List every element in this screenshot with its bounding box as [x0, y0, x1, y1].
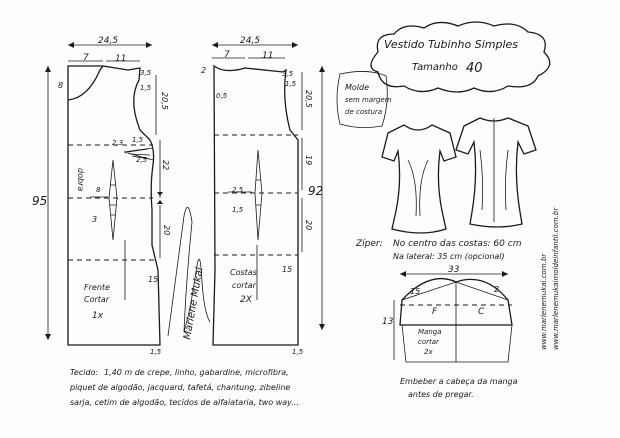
sleeve-note: Embeber a cabeça da manga antes de prega… — [400, 377, 518, 399]
title-line1: Vestido Tubinho Simples — [384, 38, 518, 51]
fabric-line1: 1,40 m de crepe, linho, gabardine, micro… — [104, 368, 289, 377]
front-waist-label: 22 — [161, 160, 170, 170]
fabric-line3: sarja, cetim de algodão, tecidos de alfa… — [70, 398, 299, 407]
front-pattern-piece: 24,5 7 11 3,5 dobra 8 1,5 20,5 2,3 1,5 2… — [32, 36, 171, 356]
back-armhole-b-label: 20,5 — [304, 90, 313, 108]
sleeve-note-line1: Embeber a cabeça da manga — [400, 377, 518, 386]
front-fold-label: dobra — [76, 168, 85, 191]
front-name-line1: Frente — [84, 283, 110, 292]
front-side-top-label: 3,5 — [140, 69, 152, 77]
front-dart-mid-label: 3 — [92, 215, 97, 224]
title-size: 40 — [466, 61, 483, 76]
front-name-line2: Cortar — [84, 295, 110, 304]
back-neck-drop-label: 0,5 — [216, 92, 228, 100]
back-dart-w-label: 1,5 — [232, 206, 244, 214]
back-name-line1: Costas — [230, 268, 257, 277]
back-side-top-label: 3,5 — [282, 70, 294, 78]
sleeve-right-label: 2 — [494, 285, 499, 294]
back-outline — [212, 64, 299, 346]
front-name-line3: 1x — [92, 311, 104, 321]
front-dart-waist-label: 8 — [96, 186, 101, 194]
fabric-note: Tecido: 1,40 m de crepe, linho, gabardin… — [69, 368, 299, 407]
back-hip-label: 20 — [304, 220, 313, 230]
molde-line1: Molde — [345, 83, 369, 92]
back-neck-small-label: 2 — [201, 66, 206, 75]
zipper-line1: No centro das costas: 60 cm — [393, 239, 522, 249]
front-length-label: 95 — [32, 194, 47, 208]
front-dart-c-label: 2,5 — [136, 156, 148, 164]
front-outline — [67, 65, 161, 346]
back-width-label: 24,5 — [240, 36, 260, 46]
front-neck-drop-label: 8 — [58, 81, 63, 90]
back-armhole-a-label: 1,5 — [285, 80, 297, 88]
front-hip-label: 20 — [162, 225, 171, 235]
sleeve-back-letter: C — [478, 307, 485, 317]
front-top-right-label: 11 — [115, 54, 126, 64]
sleeve-pattern: 33 15 2 13 F C Manga cortar 2x — [382, 265, 513, 363]
sleeve-name-line2: cortar — [418, 338, 440, 346]
back-name-line3: 2X — [240, 295, 253, 305]
front-top-left-label: 7 — [83, 53, 89, 63]
front-hem-label: 15 — [148, 275, 158, 284]
front-dart-a-label: 2,3 — [112, 139, 123, 147]
back-length-label: 92 — [308, 184, 323, 198]
sleeve-left-label: 15 — [410, 287, 420, 296]
back-side-19-label: 19 — [304, 155, 313, 165]
sleeve-width-label: 33 — [448, 265, 460, 275]
sleeve-note-line2: antes de pregar. — [408, 390, 474, 399]
sleeve-name-line1: Manga — [418, 328, 442, 336]
zipper-label: Zíper: — [355, 239, 383, 249]
sleeve-height-label: 13 — [382, 317, 394, 327]
back-pattern-piece: 24,5 7 11 2 3,5 0,5 1,5 20,5 19 2,5 1,5 … — [201, 36, 325, 356]
front-dart-b-label: 1,5 — [132, 136, 144, 144]
fabric-line2: piquet de algodão, jacquard, tafetá, cha… — [69, 383, 290, 392]
molde-note: Molde sem margem de costura — [336, 71, 392, 128]
back-dart-label: 2,5 — [232, 186, 244, 194]
front-hem-bottom-label: 1,5 — [150, 348, 162, 356]
dress-front-sketch — [381, 124, 457, 234]
website2-text: www.marlenemukaimoldeinfantil.com.br — [552, 207, 560, 350]
back-name-line2: cortar — [232, 281, 257, 290]
website-text: www.marlenemukai.com.br — [540, 253, 548, 350]
zipper-note: Zíper: No centro das costas: 60 cm Na la… — [355, 239, 522, 261]
zipper-line2: Na lateral: 35 cm (opcional) — [393, 252, 505, 261]
fabric-label: Tecido: — [70, 368, 98, 377]
sleeve-name-line3: 2x — [424, 348, 433, 356]
back-hem-label: 15 — [282, 265, 292, 274]
dress-back-sketch — [455, 117, 537, 228]
front-armhole-b-label: 20,5 — [160, 92, 169, 110]
back-top-left-label: 7 — [224, 50, 230, 60]
back-top-right-label: 11 — [262, 51, 273, 61]
front-width-label: 24,5 — [98, 36, 118, 46]
front-waist-dart — [108, 159, 118, 241]
molde-line3: de costura — [345, 108, 382, 116]
front-armhole-a-label: 1,5 — [140, 84, 152, 92]
title-line2: Tamanho — [412, 62, 458, 73]
sleeve-front-letter: F — [432, 307, 438, 317]
back-waist-dart — [254, 149, 263, 241]
molde-line2: sem margem — [345, 96, 392, 104]
signature: Marlene Mukai — [167, 207, 211, 341]
title-cloud: Vestido Tubinho Simples Tamanho 40 — [370, 21, 551, 93]
back-hem-bottom-label: 1,5 — [292, 348, 304, 356]
